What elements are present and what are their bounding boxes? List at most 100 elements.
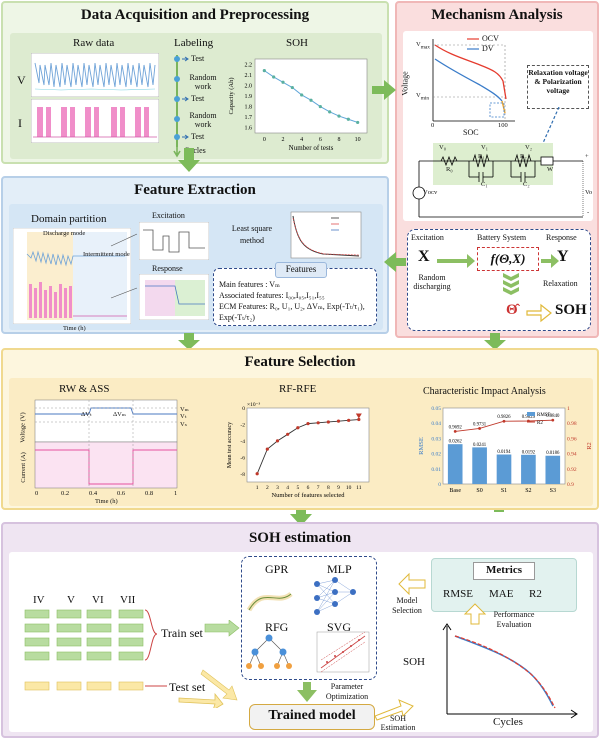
x-symbol: X (418, 248, 430, 265)
rfe-ytick: -4 (240, 439, 245, 445)
cia-xtick: S3 (550, 488, 556, 494)
v0-label: V₀ (439, 144, 446, 151)
col-vii: VII (120, 594, 136, 606)
cia-bar-label: 0.0241 (473, 443, 487, 448)
labeling-label: Labeling (174, 37, 214, 49)
label-step-4: Random work (189, 111, 217, 129)
rw-xtick-2: 0.4 (89, 490, 98, 497)
metrics-title-box: Metrics (473, 562, 535, 580)
metrics-arrows (398, 572, 487, 625)
random-discharging-label: Random discharging (413, 273, 451, 291)
ocv-dv-chart (432, 38, 515, 122)
relaxation-label: Relaxation (543, 279, 578, 288)
ecm-circuit (412, 143, 584, 218)
label-step-3: Test (191, 94, 205, 103)
cia-chart: 00.010.020.030.040.050.90.920.940.960.98… (418, 406, 593, 494)
cia-line-label: 0.9840 (546, 414, 560, 419)
rw-dvt-label: ΔVₜ (81, 411, 92, 418)
feature-selection-panel: Feature Selection RW & ASS RF-RFE Charac… (1, 348, 599, 510)
rw-xtick-1: 0.2 (61, 490, 70, 497)
rfe-xtick: 10 (346, 485, 352, 491)
cia-line-label: 0.9692 (449, 425, 463, 430)
soc-x0-label: 0 (431, 122, 435, 129)
metric-r2: R2 (529, 588, 542, 600)
raw-voltage-plot (31, 53, 159, 97)
test-set-label: Test set (169, 680, 206, 694)
feature-selection-title: Feature Selection (244, 354, 356, 370)
cia-bar-S3 (545, 455, 561, 484)
cia-r2-point (478, 427, 481, 430)
col-vi: VI (92, 594, 104, 606)
soh-point (337, 114, 341, 118)
cia-legend-rmse-swatch (527, 412, 535, 416)
metric-mae: MAE (489, 588, 514, 600)
soh-point (318, 104, 322, 109)
excitation-label: Excitation (411, 233, 444, 242)
cia-line-label: 0.9829 (522, 415, 536, 420)
cia-bar-label: 0.0192 (522, 450, 536, 455)
metrics-title: Metrics (485, 564, 523, 576)
r2-label: R₂ (520, 153, 527, 160)
features-tab: Features (275, 262, 327, 278)
main-features-text: Main features : Vₘ (219, 280, 280, 289)
soh-xtick: 0 (263, 137, 266, 143)
cia-xtick: S2 (525, 488, 531, 494)
soh-xlabel: Number of tests (289, 144, 334, 152)
param-opt-arrow (297, 682, 317, 702)
rfe-xtick: 8 (327, 485, 330, 491)
r0-label: R₀ (446, 166, 453, 173)
rfe-xtick: 1 (256, 485, 259, 491)
fx-label: f(Θ,X) (490, 251, 526, 266)
trained-model-box: Trained model (249, 704, 375, 730)
feature-extraction-title: Feature Extraction (134, 182, 256, 198)
system-arrows (437, 254, 559, 323)
mechanism-top-inner (403, 31, 593, 221)
cia-line-label: 0.9826 (497, 415, 511, 420)
rfe-exp: ×10⁻³ (247, 402, 261, 408)
features-tab-label: Features (285, 264, 317, 274)
model-mlp: MLP (327, 562, 352, 576)
excitation-fe-label: Excitation (152, 211, 185, 220)
soc-x100-label: 100 (498, 122, 508, 129)
cia-legend-r2: R2 (537, 421, 543, 426)
ecm-features-text: ECM Features: R₀, U₁, U₂, ΔVₘ, Exp(-Tₜ/τ… (219, 302, 365, 311)
raw-current-plot (31, 99, 159, 143)
soh-estimation-panel: SOH estimation IV V VI VII Train set Tes… (1, 522, 599, 738)
data-acquisition-panel: Data Acquisition and Preprocessing Raw d… (1, 1, 389, 164)
response-plot (139, 274, 209, 320)
domain-partition-plot (13, 228, 131, 324)
rw-ass-chart (34, 399, 178, 489)
v1-label: V₁ (481, 144, 488, 151)
data-acquisition-title: Data Acquisition and Preprocessing (80, 7, 310, 23)
fx-box: f(Θ,X) (477, 247, 539, 271)
soh-point (328, 110, 332, 114)
rf-rfe-label: RF-RFE (279, 383, 317, 395)
raw-data-label: Raw data (73, 37, 115, 49)
rfe-point (296, 426, 300, 430)
partition-arrows (110, 233, 138, 299)
excitation-plot (139, 222, 209, 260)
rfe-point (265, 447, 269, 451)
cia-ytick-right: 0.9 (567, 482, 574, 488)
dataset-grid (24, 609, 144, 691)
minus-label: - (587, 209, 590, 216)
cia-line-label: 0.9731 (473, 422, 487, 427)
cia-bar-S0 (472, 447, 487, 484)
cia-legend-rmse: RMSE (537, 413, 551, 418)
rfe-ytick: 0 (242, 406, 245, 412)
rw-voltage-axis: Voltage (V) (19, 412, 27, 443)
cia-ytick-right: 0.96 (567, 436, 577, 442)
dv-legend: DV (482, 44, 494, 53)
rfe-ytick: -6 (240, 455, 245, 461)
system-box (407, 229, 591, 331)
train-test-brackets (144, 609, 224, 708)
relaxation-note-box: Relaxation voltage & Polarization voltag… (527, 65, 589, 109)
theta-hat-symbol: Θ̂ (506, 302, 518, 318)
rw-vt-label: Vₜ (180, 413, 187, 420)
rw-vm-label: Vₘ (180, 406, 189, 413)
label-step-6: Cycles (184, 146, 206, 155)
soh-estimation-title: SOH estimation (248, 530, 352, 546)
r1-label: R₁ (478, 153, 485, 160)
soh-ytick: 1.6 (245, 126, 253, 132)
